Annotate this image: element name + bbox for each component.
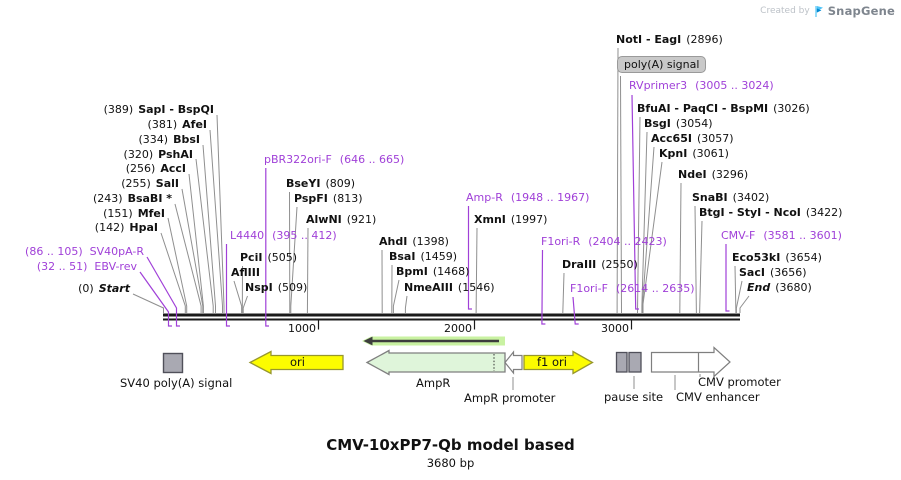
primer-label-cmv-f[interactable]: CMV-F(3581 .. 3601) (721, 229, 842, 242)
primer-label-f1ori-f[interactable]: F1ori-F(2614 .. 2635) (570, 282, 695, 295)
enzyme-leader-lines (132, 47, 750, 390)
site-label-bsgi[interactable]: BsgI(3054) (644, 117, 713, 130)
feature-shapes (162, 336, 731, 378)
end-marker-label[interactable]: End(3680) (747, 281, 812, 294)
primer-label-rvprimer3[interactable]: RVprimer3(3005 .. 3024) (629, 79, 774, 92)
site-label-afliii[interactable]: AflIII (231, 266, 260, 279)
site-label-saci[interactable]: SacI(3656) (739, 266, 807, 279)
site-label-pcii[interactable]: PciI(505) (240, 251, 298, 264)
snapgene-logo-icon (814, 5, 823, 17)
cmv-enhancer-label: CMV enhancer (676, 390, 760, 404)
site-label-kpni[interactable]: KpnI(3061) (659, 147, 729, 160)
ori-label: ori (290, 355, 305, 369)
ampr-promoter-arrow[interactable] (504, 350, 523, 375)
cmv-promoter-label: CMV promoter (698, 375, 781, 389)
primer-label-pbr322ori-f[interactable]: pBR322ori-F(646 .. 665) (264, 153, 405, 166)
site-label-bsai[interactable]: BsaI(1459) (389, 250, 458, 263)
site-label-xmni[interactable]: XmnI(1997) (474, 213, 548, 226)
site-label-snabi[interactable]: SnaBI(3402) (692, 191, 770, 204)
site-label-bseyi[interactable]: BseYI(809) (286, 177, 356, 190)
created-by-text: Created by (760, 6, 810, 16)
site-label-alwni[interactable]: AlwNI(921) (306, 213, 377, 226)
site-label-noti-eagi[interactable]: NotI - EagI(2896) (616, 33, 723, 46)
ampr-promoter-label: AmpR promoter (464, 391, 556, 405)
site-label-nspi[interactable]: NspI(509) (245, 281, 308, 294)
site-label-pspfi[interactable]: PspFI(813) (294, 192, 363, 205)
ampr-label: AmpR (416, 376, 451, 390)
snapgene-brand-text: SnapGene (827, 4, 895, 18)
primer-label-ebv-rev[interactable]: (32 .. 51)EBV-rev (36, 260, 137, 273)
site-label-mfei[interactable]: (151)MfeI (103, 207, 165, 220)
site-label-sali[interactable]: (255)SalI (121, 177, 179, 190)
site-label-bbsi[interactable]: (334)BbsI (138, 133, 201, 146)
f1-ori-label: f1 ori (537, 355, 567, 369)
tick-label-1000: 1000 (288, 322, 316, 335)
ori-arrow[interactable] (248, 350, 344, 375)
primer-label-sv40pa-r[interactable]: (86 .. 105)SV40pA-R (25, 245, 144, 258)
cmv-enhancer-promoter-arrow[interactable] (650, 346, 731, 378)
plasmid-title: CMV-10xPP7-Qb model based (326, 436, 575, 454)
sv40-polya-signal-label: SV40 poly(A) signal (120, 376, 233, 390)
primer-label-f1ori-r[interactable]: F1ori-R(2404 .. 2423) (541, 235, 667, 248)
site-label-draiii[interactable]: DraIII(2550) (562, 258, 638, 271)
ampr-cds-arrow[interactable] (365, 349, 506, 376)
tick-label-2000: 2000 (444, 322, 472, 335)
site-label-ahdi[interactable]: AhdI(1398) (379, 235, 449, 248)
site-label-btgi-styi-ncoi[interactable]: BtgI - StyI - NcoI(3422) (699, 206, 843, 219)
pause-site-label: pause site (604, 390, 664, 404)
tick-label-3000: 3000 (601, 322, 629, 335)
polya-signal-badge[interactable]: poly(A) signal (617, 56, 707, 73)
site-label-ndei[interactable]: NdeI(3296) (678, 168, 749, 181)
site-label-acci[interactable]: (256)AccI (125, 162, 186, 175)
site-label-hpai[interactable]: (142)HpaI (94, 221, 158, 234)
site-label-bpmi[interactable]: BpmI(1468) (396, 265, 470, 278)
site-label-bsabi[interactable]: (243)BsaBI * (92, 192, 172, 205)
site-label-afei[interactable]: (381)AfeI (147, 118, 207, 131)
scale-ticks (317, 320, 633, 330)
primer-leader-lines (139, 94, 730, 327)
pause-site-box-2[interactable] (628, 351, 642, 373)
site-label-pshai[interactable]: (320)PshAI (123, 148, 193, 161)
sv40-polya-signal-box[interactable] (162, 352, 184, 374)
ampr-gene-arrow[interactable] (362, 336, 505, 346)
start-marker-label[interactable]: (0)Start (78, 282, 130, 295)
site-label-eco53ki[interactable]: Eco53kI(3654) (732, 251, 822, 264)
primer-label-amp-r[interactable]: Amp-R(1948 .. 1967) (466, 191, 590, 204)
sequence-line[interactable] (163, 313, 740, 321)
site-label-acc65i[interactable]: Acc65I(3057) (651, 132, 734, 145)
pause-site-box-1[interactable] (615, 351, 628, 373)
snapgene-watermark: Created by SnapGene (760, 4, 895, 18)
site-label-nmeaiii[interactable]: NmeAIII(1546) (404, 281, 495, 294)
site-label-sapi-bspqi[interactable]: (389)SapI - BspQI (103, 103, 214, 116)
f1-ori-arrow[interactable] (523, 350, 594, 375)
plasmid-length: 3680 bp (426, 456, 475, 470)
site-label-bfuai-paqci-bspmi[interactable]: BfuAI - PaqCI - BspMI(3026) (637, 102, 810, 115)
primer-label-l4440[interactable]: L4440(395 .. 412) (230, 229, 337, 242)
